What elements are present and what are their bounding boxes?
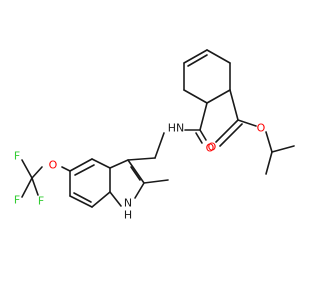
ester-carbonyl-o-label: O bbox=[208, 141, 217, 154]
fluorine-label-3: F bbox=[38, 195, 44, 208]
amide-n-label: HN bbox=[168, 122, 185, 135]
indole-n-label: N bbox=[124, 197, 132, 210]
fluorine-label-2: F bbox=[14, 194, 20, 207]
bonds bbox=[21, 49, 295, 208]
fluorine-label-1: F bbox=[14, 150, 20, 163]
ether-o-label: O bbox=[49, 159, 58, 172]
amide-o-label: O bbox=[206, 142, 215, 155]
indole-h-label: H bbox=[124, 209, 132, 222]
atom-labels: HN O O O O F F F N H bbox=[14, 122, 266, 222]
molecule-structure: HN O O O O F F F N H bbox=[14, 49, 295, 222]
ester-single-o-label: O bbox=[257, 122, 266, 135]
